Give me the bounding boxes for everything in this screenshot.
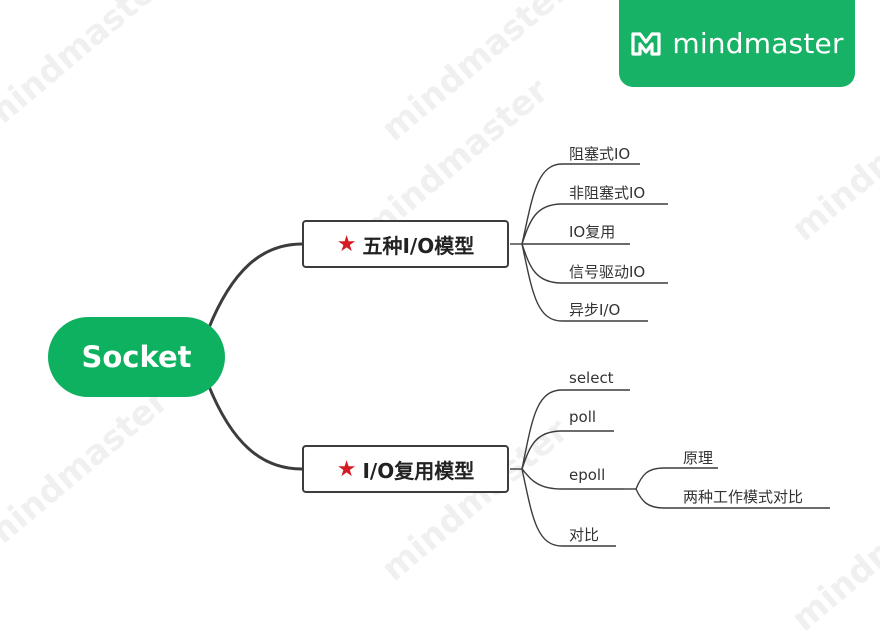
branch-node-io-multiplexing[interactable]: ★ I/O复用模型 <box>302 445 509 493</box>
subtopic-非阻塞式IO[interactable]: 非阻塞式IO <box>569 184 646 202</box>
connector-异步IO <box>521 243 648 322</box>
connector-原理 <box>635 467 718 490</box>
subtopic-异步IO[interactable]: 异步I/O <box>569 301 621 319</box>
branch-label: I/O复用模型 <box>362 458 475 483</box>
subtopic-poll[interactable]: poll <box>569 408 597 426</box>
connector-poll <box>521 430 614 470</box>
subtopic-两种工作模式对比[interactable]: 两种工作模式对比 <box>683 488 804 506</box>
connector-root-branch1 <box>206 242 303 331</box>
branch-node-five-io-models[interactable]: ★ 五种I/O模型 <box>302 220 509 268</box>
connector-lines <box>206 163 830 547</box>
connector-信号驱动IO <box>521 243 668 284</box>
subtopic-对比[interactable]: 对比 <box>569 526 600 544</box>
connector-两种工作模式对比 <box>635 488 830 509</box>
subtopic-epoll[interactable]: epoll <box>569 466 606 484</box>
brand-name: mindmaster <box>672 27 844 60</box>
root-node[interactable]: Socket <box>48 317 225 397</box>
brand-badge: mindmaster <box>619 0 855 87</box>
connector-非阻塞式IO <box>521 203 668 245</box>
connector-root-branch2 <box>206 383 303 471</box>
subtopic-阻塞式IO[interactable]: 阻塞式IO <box>569 145 631 163</box>
subtopic-IO复用[interactable]: IO复用 <box>569 223 616 241</box>
subtopic-信号驱动IO[interactable]: 信号驱动IO <box>569 263 646 281</box>
connector-select <box>521 389 630 470</box>
mindmaster-logo-icon <box>631 31 661 56</box>
root-label: Socket <box>81 340 192 374</box>
star-icon: ★ <box>336 231 357 257</box>
connector-阻塞式IO <box>521 163 640 245</box>
branch-label: 五种I/O模型 <box>362 233 475 258</box>
connector-对比 <box>521 468 616 547</box>
connector-epoll <box>521 468 624 490</box>
star-icon: ★ <box>336 456 357 482</box>
subtopic-select[interactable]: select <box>569 369 614 387</box>
subtopic-原理[interactable]: 原理 <box>683 449 714 467</box>
